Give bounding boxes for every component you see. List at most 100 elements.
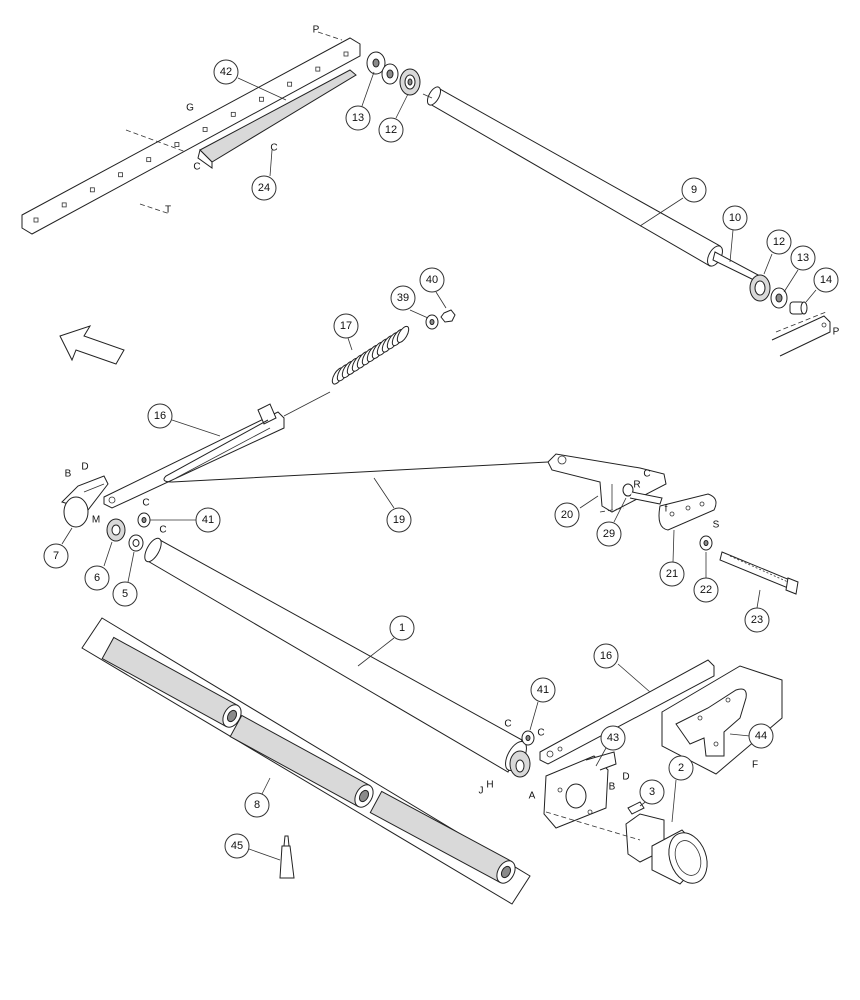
strap-end-right xyxy=(771,315,831,357)
callout-number: 24 xyxy=(258,182,270,194)
part-41-washer-lower xyxy=(521,730,535,746)
part-29-bolt xyxy=(622,483,663,505)
callout-number: 2 xyxy=(678,762,684,774)
leader-line xyxy=(529,701,539,731)
callout-39: 39 xyxy=(390,285,416,311)
callout-21: 21 xyxy=(659,561,685,587)
callout-number: 19 xyxy=(393,514,405,526)
callout-circle xyxy=(224,833,250,859)
callout-number: 5 xyxy=(122,588,128,600)
callout-circle xyxy=(593,643,619,669)
callout-number: 20 xyxy=(561,509,573,521)
dashed-lines xyxy=(125,31,827,513)
reference-letter: M xyxy=(92,515,100,526)
reference-letter: S xyxy=(713,520,720,531)
reference-letter: P xyxy=(833,327,840,338)
part-1-lower-roller xyxy=(144,537,531,778)
leader-line xyxy=(613,497,627,523)
callout-circle xyxy=(596,521,622,547)
callout-circle xyxy=(112,581,138,607)
reference-letter: T xyxy=(165,205,171,216)
strap-hole xyxy=(315,66,321,72)
part-14-bushing xyxy=(789,301,808,315)
leader-line xyxy=(756,589,761,609)
callout-circle xyxy=(813,267,839,293)
callout-circle xyxy=(251,175,277,201)
reference-letter: C xyxy=(504,719,511,730)
leader-line xyxy=(729,229,734,263)
strap-hole xyxy=(61,202,67,208)
callout-7: 7 xyxy=(43,543,69,569)
strap-hole xyxy=(230,111,236,117)
strap-hole xyxy=(174,142,180,147)
leader-line xyxy=(763,253,773,275)
callout-circle xyxy=(84,565,110,591)
reference-letter: B xyxy=(65,469,72,480)
callout-number: 16 xyxy=(600,650,612,662)
leader-line xyxy=(805,289,817,303)
leader-line xyxy=(595,747,607,767)
reference-letter: C xyxy=(142,498,149,509)
callout-circle xyxy=(345,105,371,131)
callout-number: 7 xyxy=(53,550,59,562)
callout-16: 16 xyxy=(147,403,173,429)
callout-number: 29 xyxy=(603,528,615,540)
callout-number: 45 xyxy=(231,840,243,852)
part-24-blade xyxy=(197,69,357,169)
callout-24: 24 xyxy=(251,175,277,201)
callout-number: 44 xyxy=(755,730,767,742)
callout-circle xyxy=(681,177,707,203)
callout-16: 16 xyxy=(593,643,619,669)
part-40-nut xyxy=(440,309,456,323)
part-6-bearing xyxy=(106,518,126,542)
reference-letter: F xyxy=(752,760,758,771)
reference-letter: C xyxy=(643,469,650,480)
callout-2: 2 xyxy=(668,755,694,781)
strap-hole xyxy=(202,127,208,132)
part-17-spring xyxy=(331,325,410,385)
direction-arrow-icon xyxy=(59,325,125,365)
callout-circle xyxy=(530,677,556,703)
leader-line xyxy=(261,777,271,795)
callout-number: 1 xyxy=(399,622,405,634)
callout-number: 21 xyxy=(666,568,678,580)
callout-circle xyxy=(244,792,270,818)
callout-6: 6 xyxy=(84,565,110,591)
part-12-bearing-upper xyxy=(399,68,421,96)
leader-line xyxy=(347,337,353,351)
leader-line xyxy=(357,637,395,667)
part-12-bearing-lower xyxy=(749,274,771,302)
part-3-bolt xyxy=(627,801,645,815)
callout-circle xyxy=(766,229,792,255)
callout-circle xyxy=(600,725,626,751)
leader-line xyxy=(579,495,599,509)
reference-letter: C xyxy=(193,162,200,173)
leader-line xyxy=(783,269,799,293)
callout-number: 42 xyxy=(220,66,232,78)
callout-14: 14 xyxy=(813,267,839,293)
callout-number: 13 xyxy=(797,252,809,264)
strap-hole xyxy=(33,217,39,223)
callout-number: 3 xyxy=(649,786,655,798)
part-2-motor xyxy=(625,813,708,885)
callout-number: 12 xyxy=(385,124,397,136)
strap-hole xyxy=(287,81,293,87)
part-41-washer-upper xyxy=(137,512,151,528)
spring-coil xyxy=(396,325,410,343)
strap-hole xyxy=(89,187,95,193)
callout-41: 41 xyxy=(530,677,556,703)
callout-number: 6 xyxy=(94,572,100,584)
leader-line xyxy=(435,291,447,309)
callout-number: 14 xyxy=(820,274,832,286)
part-22-washer xyxy=(699,535,713,551)
callout-circle xyxy=(147,403,173,429)
callout-12: 12 xyxy=(378,117,404,143)
leader-lines xyxy=(61,71,817,861)
reference-letter: C xyxy=(537,728,544,739)
reference-letter: D xyxy=(622,772,629,783)
reference-letter: D xyxy=(81,462,88,473)
callout-number: 39 xyxy=(397,292,409,304)
